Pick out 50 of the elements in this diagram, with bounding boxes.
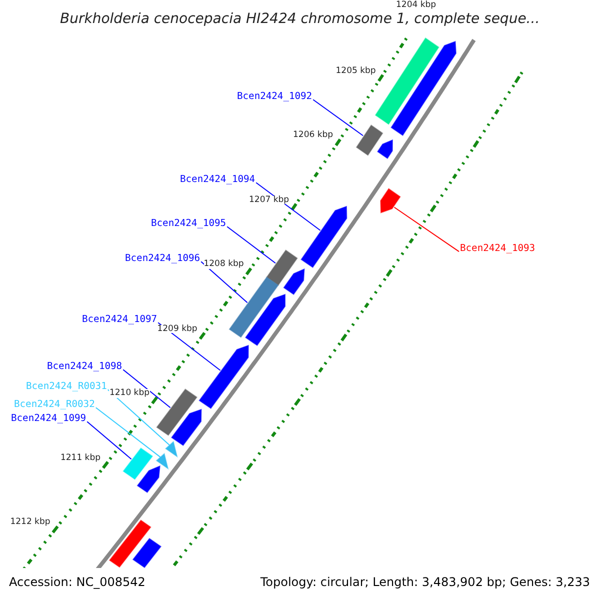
scale-label: 1206 kbp: [293, 131, 334, 140]
leader-line: [394, 206, 460, 252]
gene-label: Bcen2424_1092: [237, 92, 312, 102]
gene-block: [228, 276, 279, 338]
gene-block: [356, 124, 384, 156]
scale-label: 1208 kbp: [204, 260, 244, 269]
leader-line: [200, 261, 248, 304]
leader-line: [226, 226, 276, 264]
leader-line: [312, 99, 364, 136]
title: Burkholderia cenocepacia HI2424 chromosome 1, complete seque...: [60, 12, 540, 26]
gene-block: [198, 344, 249, 410]
leader-line: [107, 389, 170, 446]
gene-block: [380, 188, 401, 214]
scale-label: 1211 kbp: [60, 454, 101, 462]
gene-label: Bcen2424_1097: [82, 315, 158, 325]
gene-triangle: [164, 440, 178, 458]
gene-block: [132, 538, 162, 568]
gene-label: Bcen2424_1093: [460, 244, 536, 254]
leader-line: [86, 421, 132, 460]
scale-label: 1212 kbp: [10, 518, 50, 527]
gene-block: [266, 250, 298, 286]
scale-label: 1204 kbp: [396, 1, 436, 10]
scale-label: 1207 kbp: [249, 196, 290, 204]
gene-label: Bcen2424_1096: [125, 254, 200, 264]
gene-block: [390, 40, 456, 136]
leader-line: [95, 407, 161, 458]
gene-block: [283, 268, 305, 296]
footer-text: Accession: NC_008542: [9, 576, 146, 588]
gene-block: [376, 139, 393, 160]
gene-block: [136, 465, 160, 494]
footer-text: Topology: circular; Length: 3,483,902 bp; Genes: 3,233: [260, 576, 590, 588]
leader-line: [122, 369, 171, 408]
gene-label: Bcen2424_R0032: [14, 400, 95, 410]
gene-triangle: [156, 452, 169, 470]
gene-block: [108, 520, 152, 568]
gene-label: Bcen2424_R0031: [26, 382, 107, 392]
gene-block: [170, 408, 202, 446]
gene-block: [122, 448, 154, 480]
gene-block: [244, 294, 286, 346]
gene-block: [156, 388, 198, 436]
gene-label: Bcen2424_1098: [47, 362, 122, 372]
leader-line: [158, 322, 221, 371]
gene-block: [374, 37, 440, 125]
gene-label: Bcen2424_1099: [11, 414, 86, 424]
scale-label: 1210 kbp: [109, 389, 150, 398]
gene-label: Bcen2424_1095: [151, 219, 226, 229]
scale-label: 1205 kbp: [336, 66, 376, 76]
scale-label: 1209 kbp: [157, 324, 198, 334]
gene-label: Bcen2424_1094: [180, 175, 256, 185]
gene-block: [300, 206, 348, 268]
